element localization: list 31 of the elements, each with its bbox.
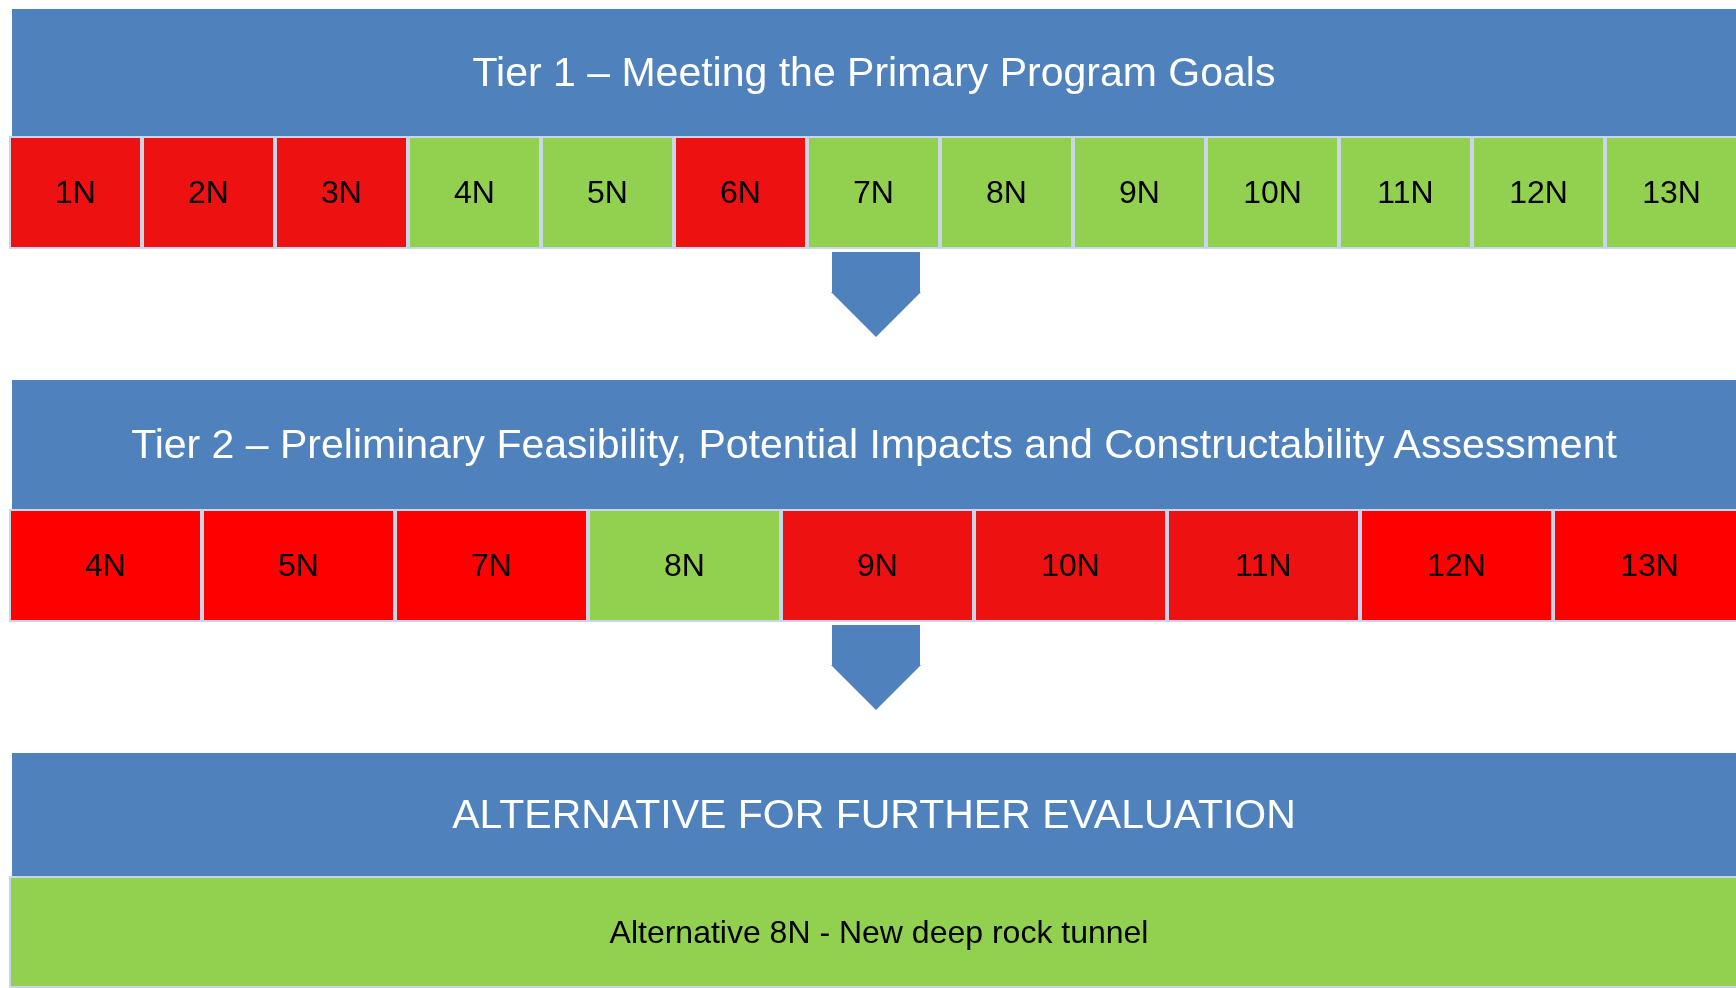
- tier-heading: ALTERNATIVE FOR FURTHER EVALUATION: [451, 790, 1297, 839]
- alternative-cell: 9N: [1073, 136, 1206, 249]
- tier-heading: Tier 1 – Meeting the Primary Program Goals: [471, 48, 1277, 97]
- alternative-cell: 9N: [781, 509, 974, 622]
- alternative-cell: 4N: [408, 136, 541, 249]
- alternative-cell: 11N: [1167, 509, 1360, 622]
- alternative-cell: 1N: [9, 136, 142, 249]
- alternative-cell: 7N: [807, 136, 940, 249]
- block-arrow: [831, 625, 921, 710]
- tier-band: [12, 380, 1736, 622]
- alternative-cell: 10N: [974, 509, 1167, 622]
- alternative-cell: 13N: [1605, 136, 1736, 249]
- alternative-cell: 3N: [275, 136, 408, 249]
- alternative-cell: 6N: [674, 136, 807, 249]
- alternative-cell: 5N: [541, 136, 674, 249]
- alternative-cell: 4N: [9, 509, 202, 622]
- alternative-cell: 8N: [588, 509, 781, 622]
- alternative-cell: 10N: [1206, 136, 1339, 249]
- tier-band: [12, 9, 1736, 249]
- alternative-cell: 8N: [940, 136, 1073, 249]
- block-arrow: [831, 252, 921, 337]
- alternative-cell: 11N: [1339, 136, 1472, 249]
- alternative-cell: 12N: [1472, 136, 1605, 249]
- alternative-cell: Alternative 8N - New deep rock tunnel: [9, 876, 1736, 988]
- tier-heading: Tier 2 – Preliminary Feasibility, Potential Impacts and Constructability Assessment: [130, 420, 1618, 469]
- alternative-cell: 13N: [1553, 509, 1736, 622]
- alternative-cell: 7N: [395, 509, 588, 622]
- alternative-cell: 2N: [142, 136, 275, 249]
- tier-band: [12, 753, 1736, 988]
- alternative-cell: 5N: [202, 509, 395, 622]
- alternative-cell: 12N: [1360, 509, 1553, 622]
